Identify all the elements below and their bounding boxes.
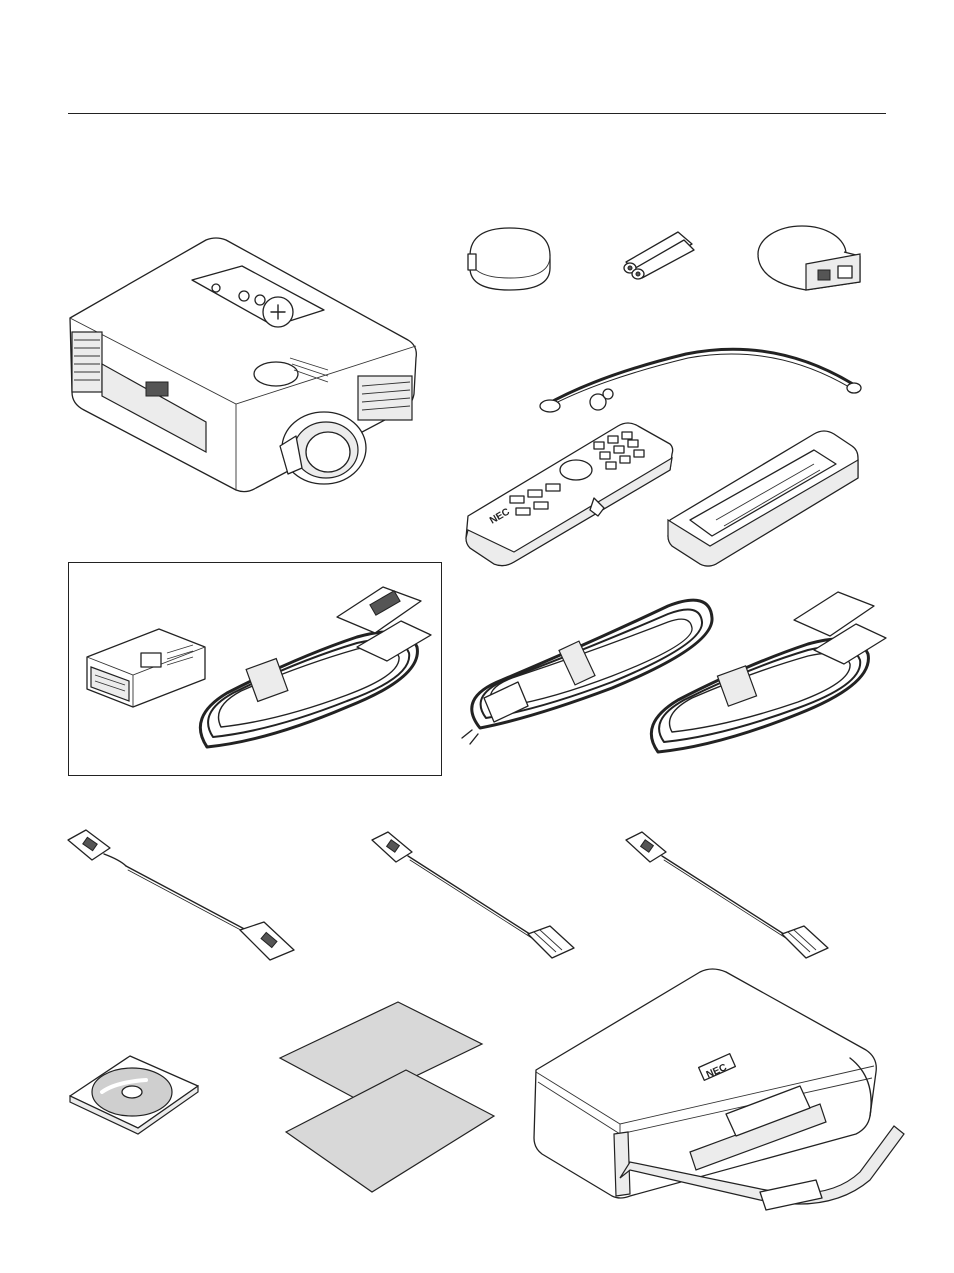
lens-cap-strap-illustration [536,336,866,420]
coiled-cable-icon [638,584,890,762]
document-sheets-icon [276,998,500,1196]
batteries-illustration [622,226,698,278]
carrying-case-icon: NEC [530,966,910,1226]
dvi-cable-illustration [187,577,439,757]
cd-rom-icon [66,1052,202,1136]
pc-control-cable-icon [622,830,836,960]
remote-receiver-icon [752,220,868,298]
header-rule [68,113,886,114]
mouse-cable-2-illustration [622,830,836,960]
projector-icon [66,236,426,498]
lens-cap-icon [464,224,556,294]
carrying-case-illustration: NEC [530,966,910,1226]
pc-control-cable-icon [368,830,582,960]
strap-icon [536,336,866,420]
dvi-kit-box [68,562,442,776]
lens-cap-illustration [464,224,556,294]
remote-control-icon: NEC [464,420,676,568]
remote-receiver-illustration [752,220,868,298]
projector-illustration [66,236,426,498]
vga-cable-illustration [638,584,890,762]
usb-cable-icon [64,826,300,966]
usb-cable-illustration [64,826,300,966]
coiled-cable-icon [187,577,439,757]
manuals-illustration [276,998,500,1196]
remote-holder-illustration [664,428,862,568]
remote-holder-icon [664,428,862,568]
mouse-cable-1-illustration [368,830,582,960]
remote-control-illustration: NEC [464,420,676,568]
aa-batteries-icon [622,226,698,278]
cd-rom-illustration [66,1052,202,1136]
